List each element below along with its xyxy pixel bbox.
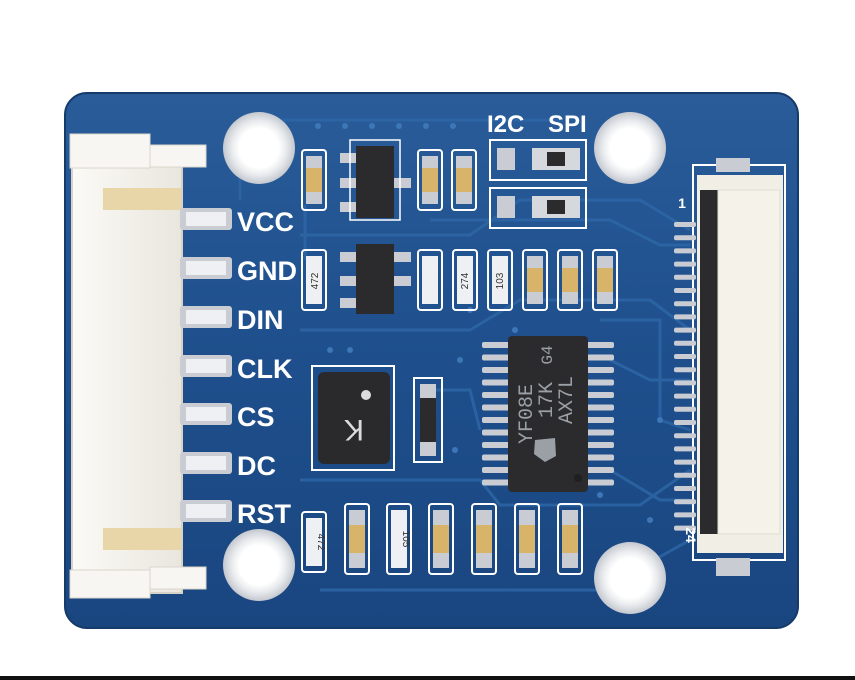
diode [413,377,443,463]
pin-label-cs: CS [237,402,275,432]
resistor-code-1: 472 [310,272,321,289]
resistor-code-4: 472 [315,534,326,551]
interface-select-jumpers [489,139,587,229]
pin-label-rst: RST [237,499,292,529]
connector-pin-pads [180,208,232,522]
pcb-vias [315,123,663,523]
pin-label-vcc: VCC [237,207,294,237]
pin-label-clk: CLK [237,354,293,384]
transistor-top [340,139,411,221]
mode-label-spi: SPI [548,111,587,138]
inductor-marking: K [344,413,364,446]
level-shifter-ic: YF08E 17K G4 AX7L [482,336,614,492]
transistor-middle [340,244,411,314]
pin-label-din: DIN [237,305,284,335]
ic-marking-line-1: YF08E [516,384,539,444]
fpc-pin-1-label: 1 [678,195,686,211]
mounting-hole-bottom-left [223,529,295,601]
mode-label-i2c: I2C [487,111,524,138]
mounting-hole-bottom-right [594,542,666,614]
pin-label-dc: DC [237,451,276,481]
fpc-connector-24pin [674,158,786,576]
smd-components-bottom [301,503,583,575]
image-bottom-edge [0,676,855,680]
pin-label-gnd: GND [237,256,297,286]
smd-components-middle: 472 274 103 [301,249,618,311]
resistor-code-2: 274 [460,272,471,289]
ic-marking-line-2: 17K [536,382,559,418]
resistor-code-3: 103 [495,272,506,289]
resistor-code-5: 105 [400,531,411,548]
pcb-board [65,93,798,628]
ic-marking-line-2b: G4 [539,345,557,364]
header-connector-7pin [69,133,207,599]
mounting-hole-top-left [223,112,295,184]
fpc-pin-24-label: 24 [683,527,699,543]
ic-marking-line-3: AX7L [556,376,579,424]
ti-logo-icon [534,438,556,462]
smd-components-top [301,149,477,211]
mounting-hole-top-right [594,112,666,184]
power-inductor: K [311,365,395,471]
